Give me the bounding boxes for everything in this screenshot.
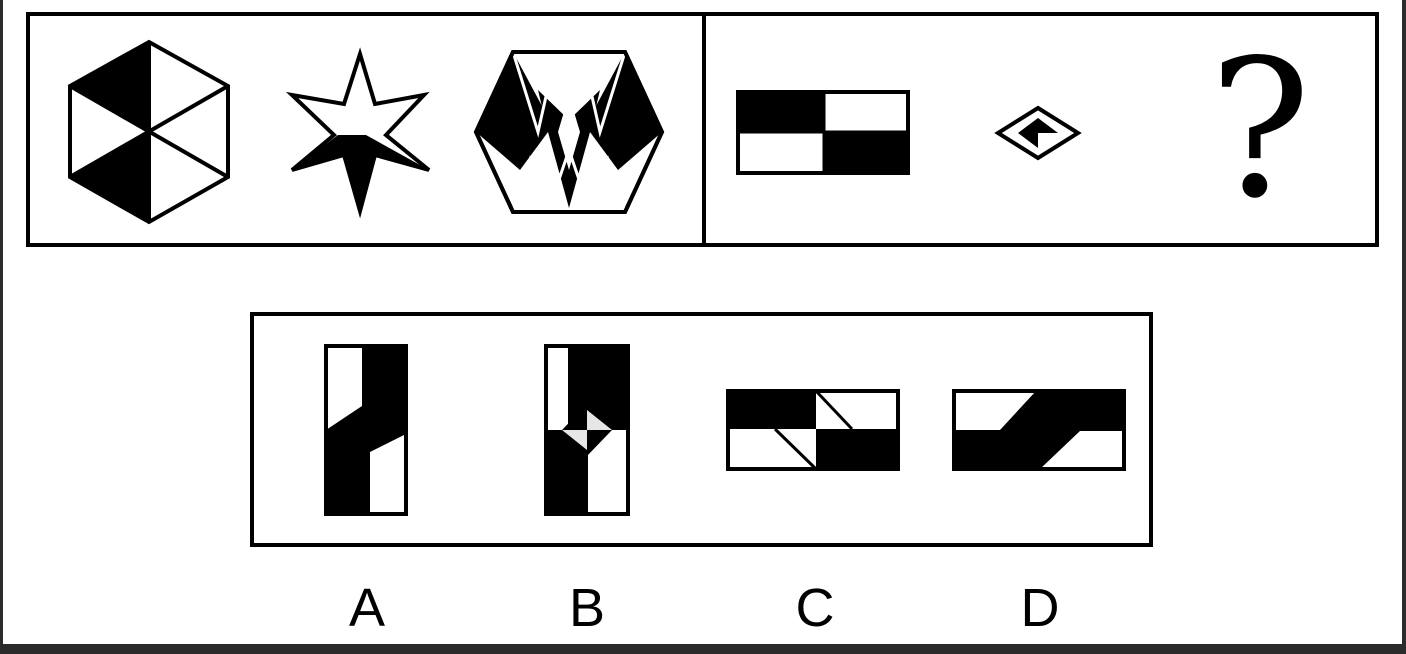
options-panel: [250, 312, 1153, 547]
option-b-label: B: [569, 578, 605, 638]
figure-5-diamond: [994, 105, 1082, 161]
option-b-figure[interactable]: [544, 344, 630, 516]
figure-4-rectangle: [736, 90, 910, 175]
option-c-label: C: [796, 578, 835, 638]
option-d-figure[interactable]: [952, 389, 1126, 471]
figure-3-hexagon-triangles: [473, 50, 665, 217]
option-c-figure[interactable]: [726, 389, 900, 471]
question-mark: ?: [1209, 19, 1311, 240]
figure-1-hexagon: [68, 39, 230, 225]
option-d-label: D: [1021, 578, 1060, 638]
figure-2-star: [285, 47, 431, 219]
option-a-figure[interactable]: [324, 344, 408, 516]
option-a-label: A: [349, 578, 385, 638]
